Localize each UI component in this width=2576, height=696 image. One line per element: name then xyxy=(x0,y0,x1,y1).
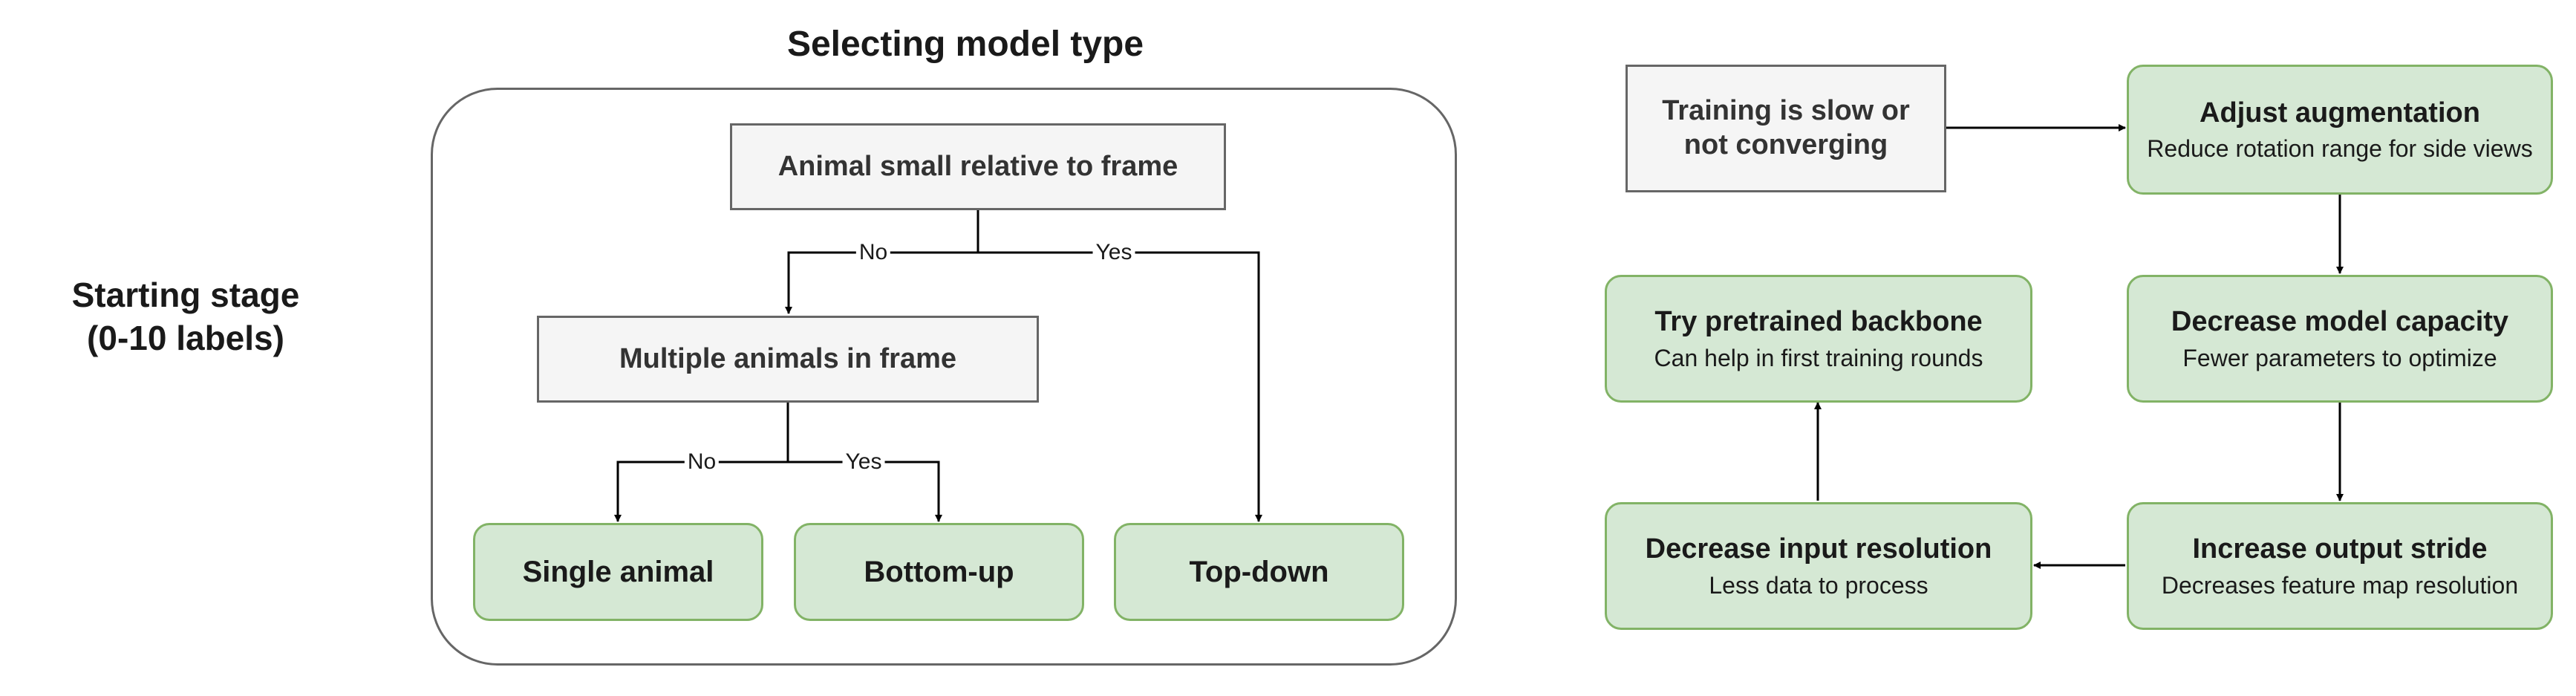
problem-line1: Training is slow or xyxy=(1662,95,1910,127)
question-animal-small-text: Animal small relative to frame xyxy=(777,150,1178,182)
edge-label-yes: Yes xyxy=(1092,241,1135,264)
option-top-down: Top-down xyxy=(1114,523,1404,621)
step-subtitle: Fewer parameters to optimize xyxy=(2182,344,2497,371)
step-decrease-input-resolution: Decrease input resolution Less data to p… xyxy=(1605,502,2032,630)
edge-label-no: No xyxy=(855,241,891,264)
option-bottom-up-text: Bottom-up xyxy=(864,556,1014,588)
step-title: Increase output stride xyxy=(2192,533,2488,565)
step-subtitle: Reduce rotation range for side views xyxy=(2147,135,2533,163)
option-top-down-text: Top-down xyxy=(1189,556,1329,588)
starting-stage-label: Starting stage (0-10 labels) xyxy=(30,273,342,360)
option-single-animal: Single animal xyxy=(473,523,763,621)
option-bottom-up: Bottom-up xyxy=(794,523,1084,621)
step-decrease-model-capacity: Decrease model capacity Fewer parameters… xyxy=(2127,275,2553,403)
step-title: Decrease model capacity xyxy=(2171,306,2509,337)
question-animal-small: Animal small relative to frame xyxy=(730,123,1226,210)
step-subtitle: Can help in first training rounds xyxy=(1654,344,1983,371)
step-try-pretrained-backbone: Try pretrained backbone Can help in firs… xyxy=(1605,275,2032,403)
step-increase-output-stride: Increase output stride Decreases feature… xyxy=(2127,502,2553,630)
model-type-title: Selecting model type xyxy=(786,25,1144,64)
question-multiple-animals-text: Multiple animals in frame xyxy=(619,342,956,374)
step-adjust-augmentation: Adjust augmentation Reduce rotation rang… xyxy=(2127,65,2553,195)
problem-training-slow: Training is slow or not converging xyxy=(1626,65,1946,192)
question-multiple-animals: Multiple animals in frame xyxy=(537,316,1039,403)
model-type-container xyxy=(431,88,1457,666)
edge-multiple-yes xyxy=(788,461,942,522)
step-subtitle: Decreases feature map resolution xyxy=(2161,571,2519,599)
step-title: Adjust augmentation xyxy=(2200,97,2480,129)
problem-line2: not converging xyxy=(1683,129,1888,160)
step-title: Try pretrained backbone xyxy=(1654,306,1983,337)
edge-small-yes xyxy=(978,251,1262,522)
edge-label-yes: Yes xyxy=(842,451,885,473)
starting-stage-line1: Starting stage xyxy=(71,276,300,314)
step-title: Decrease input resolution xyxy=(1645,533,1992,565)
option-single-animal-text: Single animal xyxy=(522,556,714,588)
edge-label-no: No xyxy=(684,451,720,473)
starting-stage-line2: (0-10 labels) xyxy=(87,319,284,357)
step-subtitle: Less data to process xyxy=(1709,571,1928,599)
